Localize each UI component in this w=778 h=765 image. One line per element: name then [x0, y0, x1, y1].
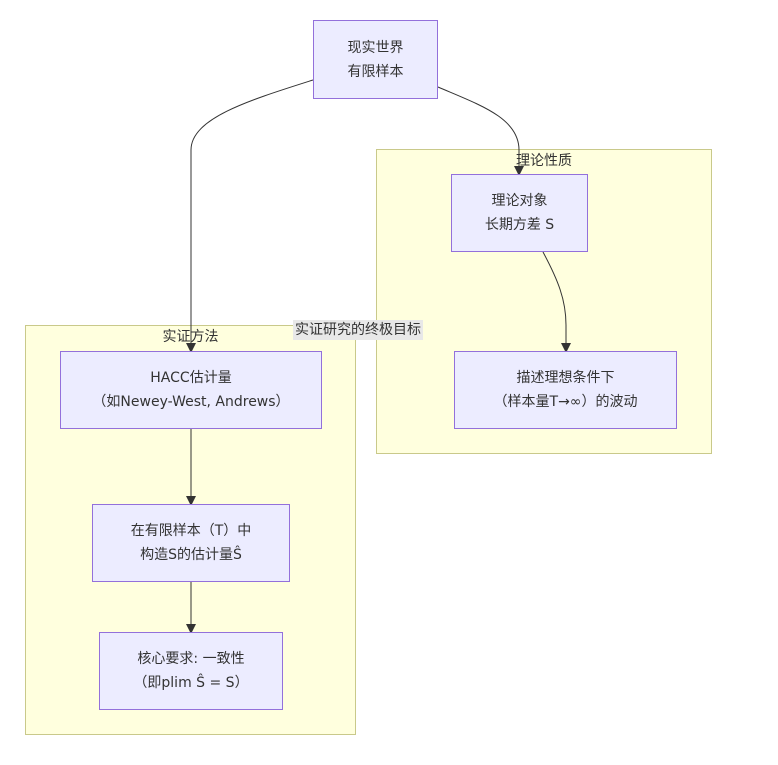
edge-label-ultimate-goal: 实证研究的终极目标	[293, 320, 423, 340]
node-theory-object-line1: 理论对象	[491, 193, 548, 209]
node-real-world: 现实世界 有限样本	[313, 20, 438, 99]
edge-realworld-to-theory	[437, 86, 524, 176]
node-ideal-fluctuation: 描述理想条件下 （样本量T→∞）的波动	[454, 351, 677, 429]
node-real-world-line2: 有限样本	[347, 63, 404, 80]
node-ideal-fluctuation-line1: 描述理想条件下	[516, 370, 615, 386]
node-ideal-fluctuation-line2: （样本量T→∞）的波动	[493, 394, 638, 410]
node-core-requirement: 核心要求: 一致性 （即plim Ŝ = S）	[99, 632, 283, 710]
node-hacc-estimator: HACC估计量 （如Newey-West, Andrews）	[60, 351, 322, 429]
node-construct-estimator-line1: 在有限样本（T）中	[130, 523, 252, 539]
node-construct-estimator: 在有限样本（T）中 构造S的估计量Ŝ	[92, 504, 290, 582]
node-hacc-estimator-line1: HACC估计量	[150, 370, 232, 386]
theory-cluster-title: 理论性质	[516, 153, 572, 169]
edge-theory-to-ideal	[542, 251, 571, 353]
node-core-requirement-line2: （即plim Ŝ = S）	[133, 675, 249, 691]
node-core-requirement-line1: 核心要求: 一致性	[137, 651, 245, 667]
edge-realworld-to-hacc	[186, 79, 314, 353]
node-hacc-estimator-line2: （如Newey-West, Andrews）	[92, 394, 290, 410]
node-construct-estimator-line2: 构造S的估计量Ŝ	[140, 547, 242, 563]
node-theory-object: 理论对象 长期方差 S	[451, 174, 588, 252]
node-theory-object-line2: 长期方差 S	[484, 217, 555, 233]
node-real-world-line1: 现实世界	[347, 39, 404, 56]
